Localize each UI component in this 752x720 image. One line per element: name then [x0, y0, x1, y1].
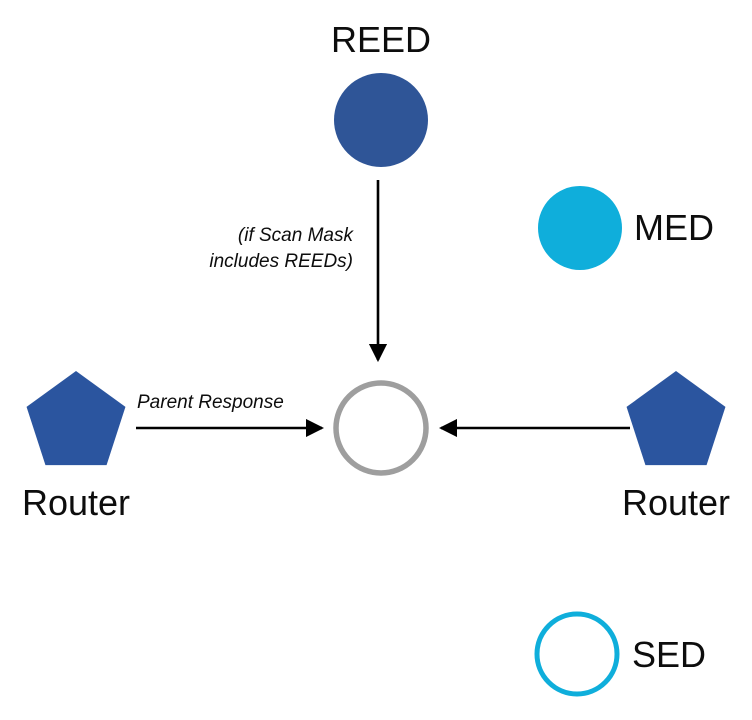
edge-label-line: (if Scan Mask	[238, 225, 355, 246]
edge-label-line: includes REEDs)	[209, 251, 353, 272]
node-label-med: MED	[634, 207, 714, 248]
node-label-router-right: Router	[622, 482, 730, 523]
edge-label-router-left-to-child: Parent Response	[137, 392, 284, 413]
node-shape-child-center[interactable]	[333, 380, 429, 476]
node-shape-med[interactable]	[538, 186, 622, 270]
node-label-sed: SED	[632, 634, 706, 675]
edge-label-line: Parent Response	[137, 392, 284, 413]
labels-layer: (if Scan Mask includes REEDs) Parent Respo…	[22, 19, 730, 675]
nodes-layer	[26, 73, 726, 697]
node-shape-router-left[interactable]	[26, 371, 126, 466]
node-shape-reed[interactable]	[334, 73, 428, 167]
node-label-router-left: Router	[22, 482, 130, 523]
node-shape-router-right[interactable]	[626, 371, 726, 466]
node-shape-sed[interactable]	[534, 611, 620, 697]
node-label-reed: REED	[331, 19, 431, 60]
edge-label-reed-to-child: (if Scan Mask includes REEDs)	[209, 225, 354, 272]
edges-layer	[136, 180, 630, 438]
